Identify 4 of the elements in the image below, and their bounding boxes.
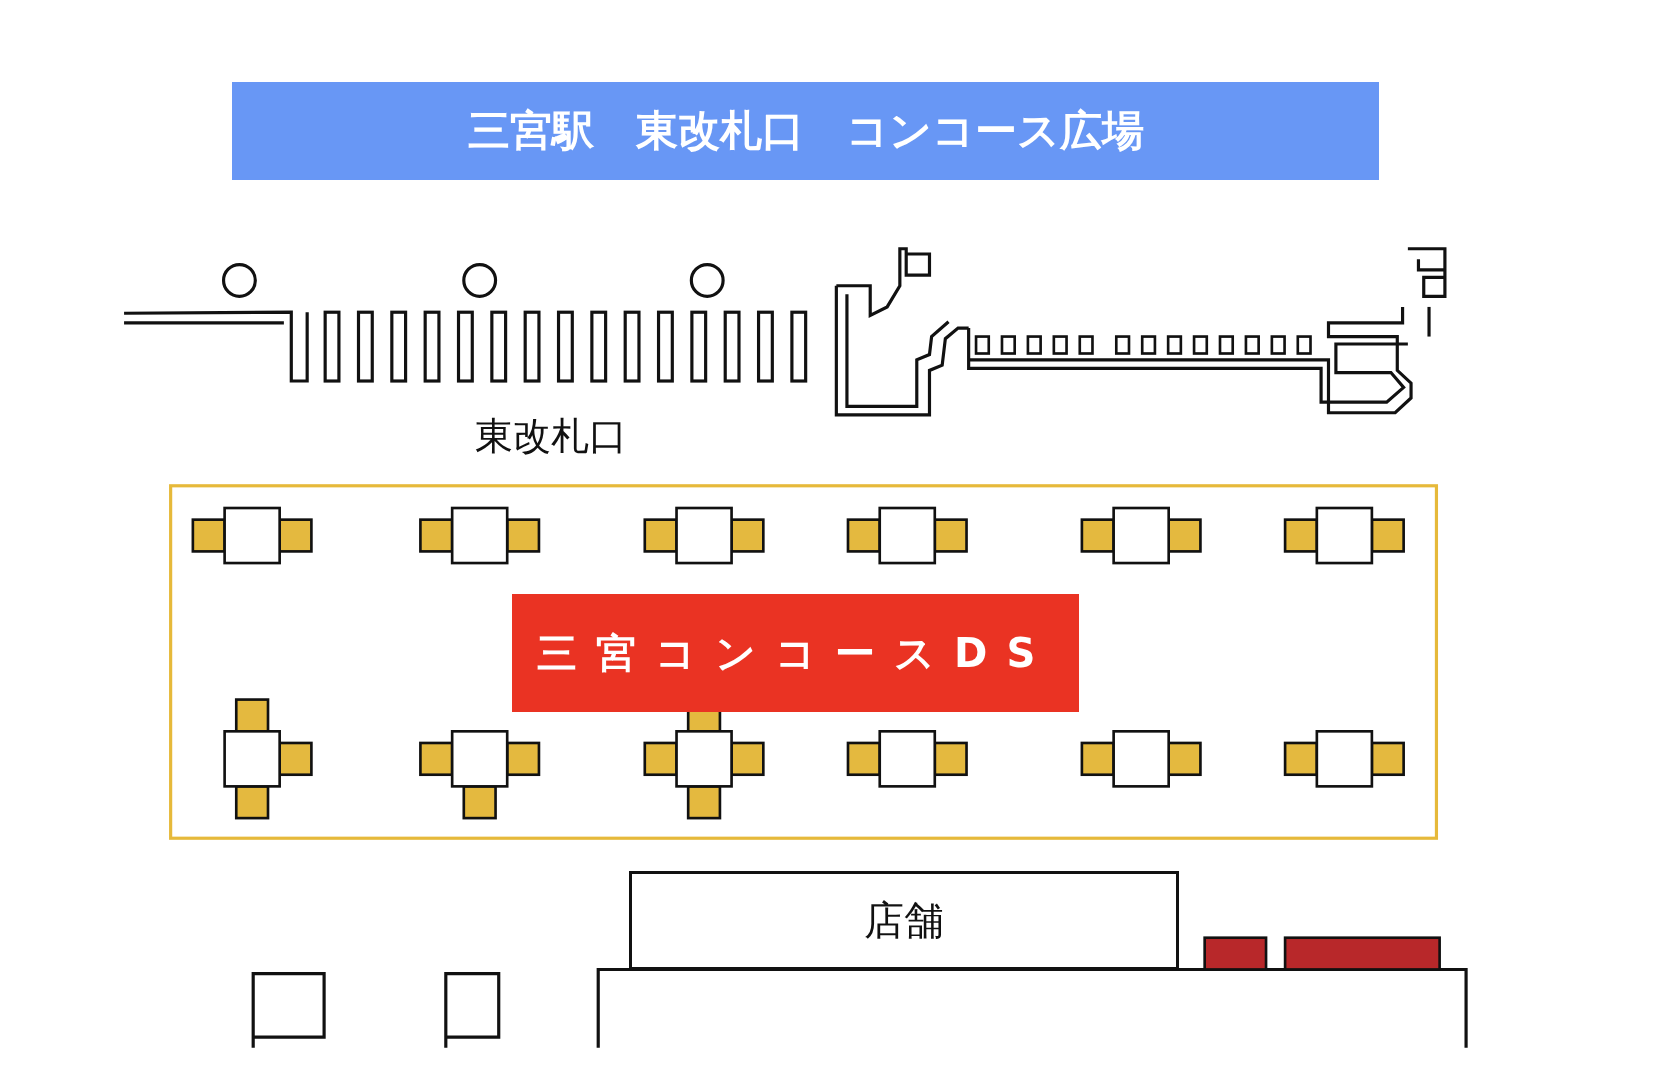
store-box: 店舗 [628, 871, 1180, 970]
gate-label: 東改札口 [473, 413, 628, 461]
title-banner: 三宮駅 東改札口 コンコース広場 [231, 81, 1380, 180]
signage-name-banner: 三宮コンコースDS [512, 593, 1079, 713]
